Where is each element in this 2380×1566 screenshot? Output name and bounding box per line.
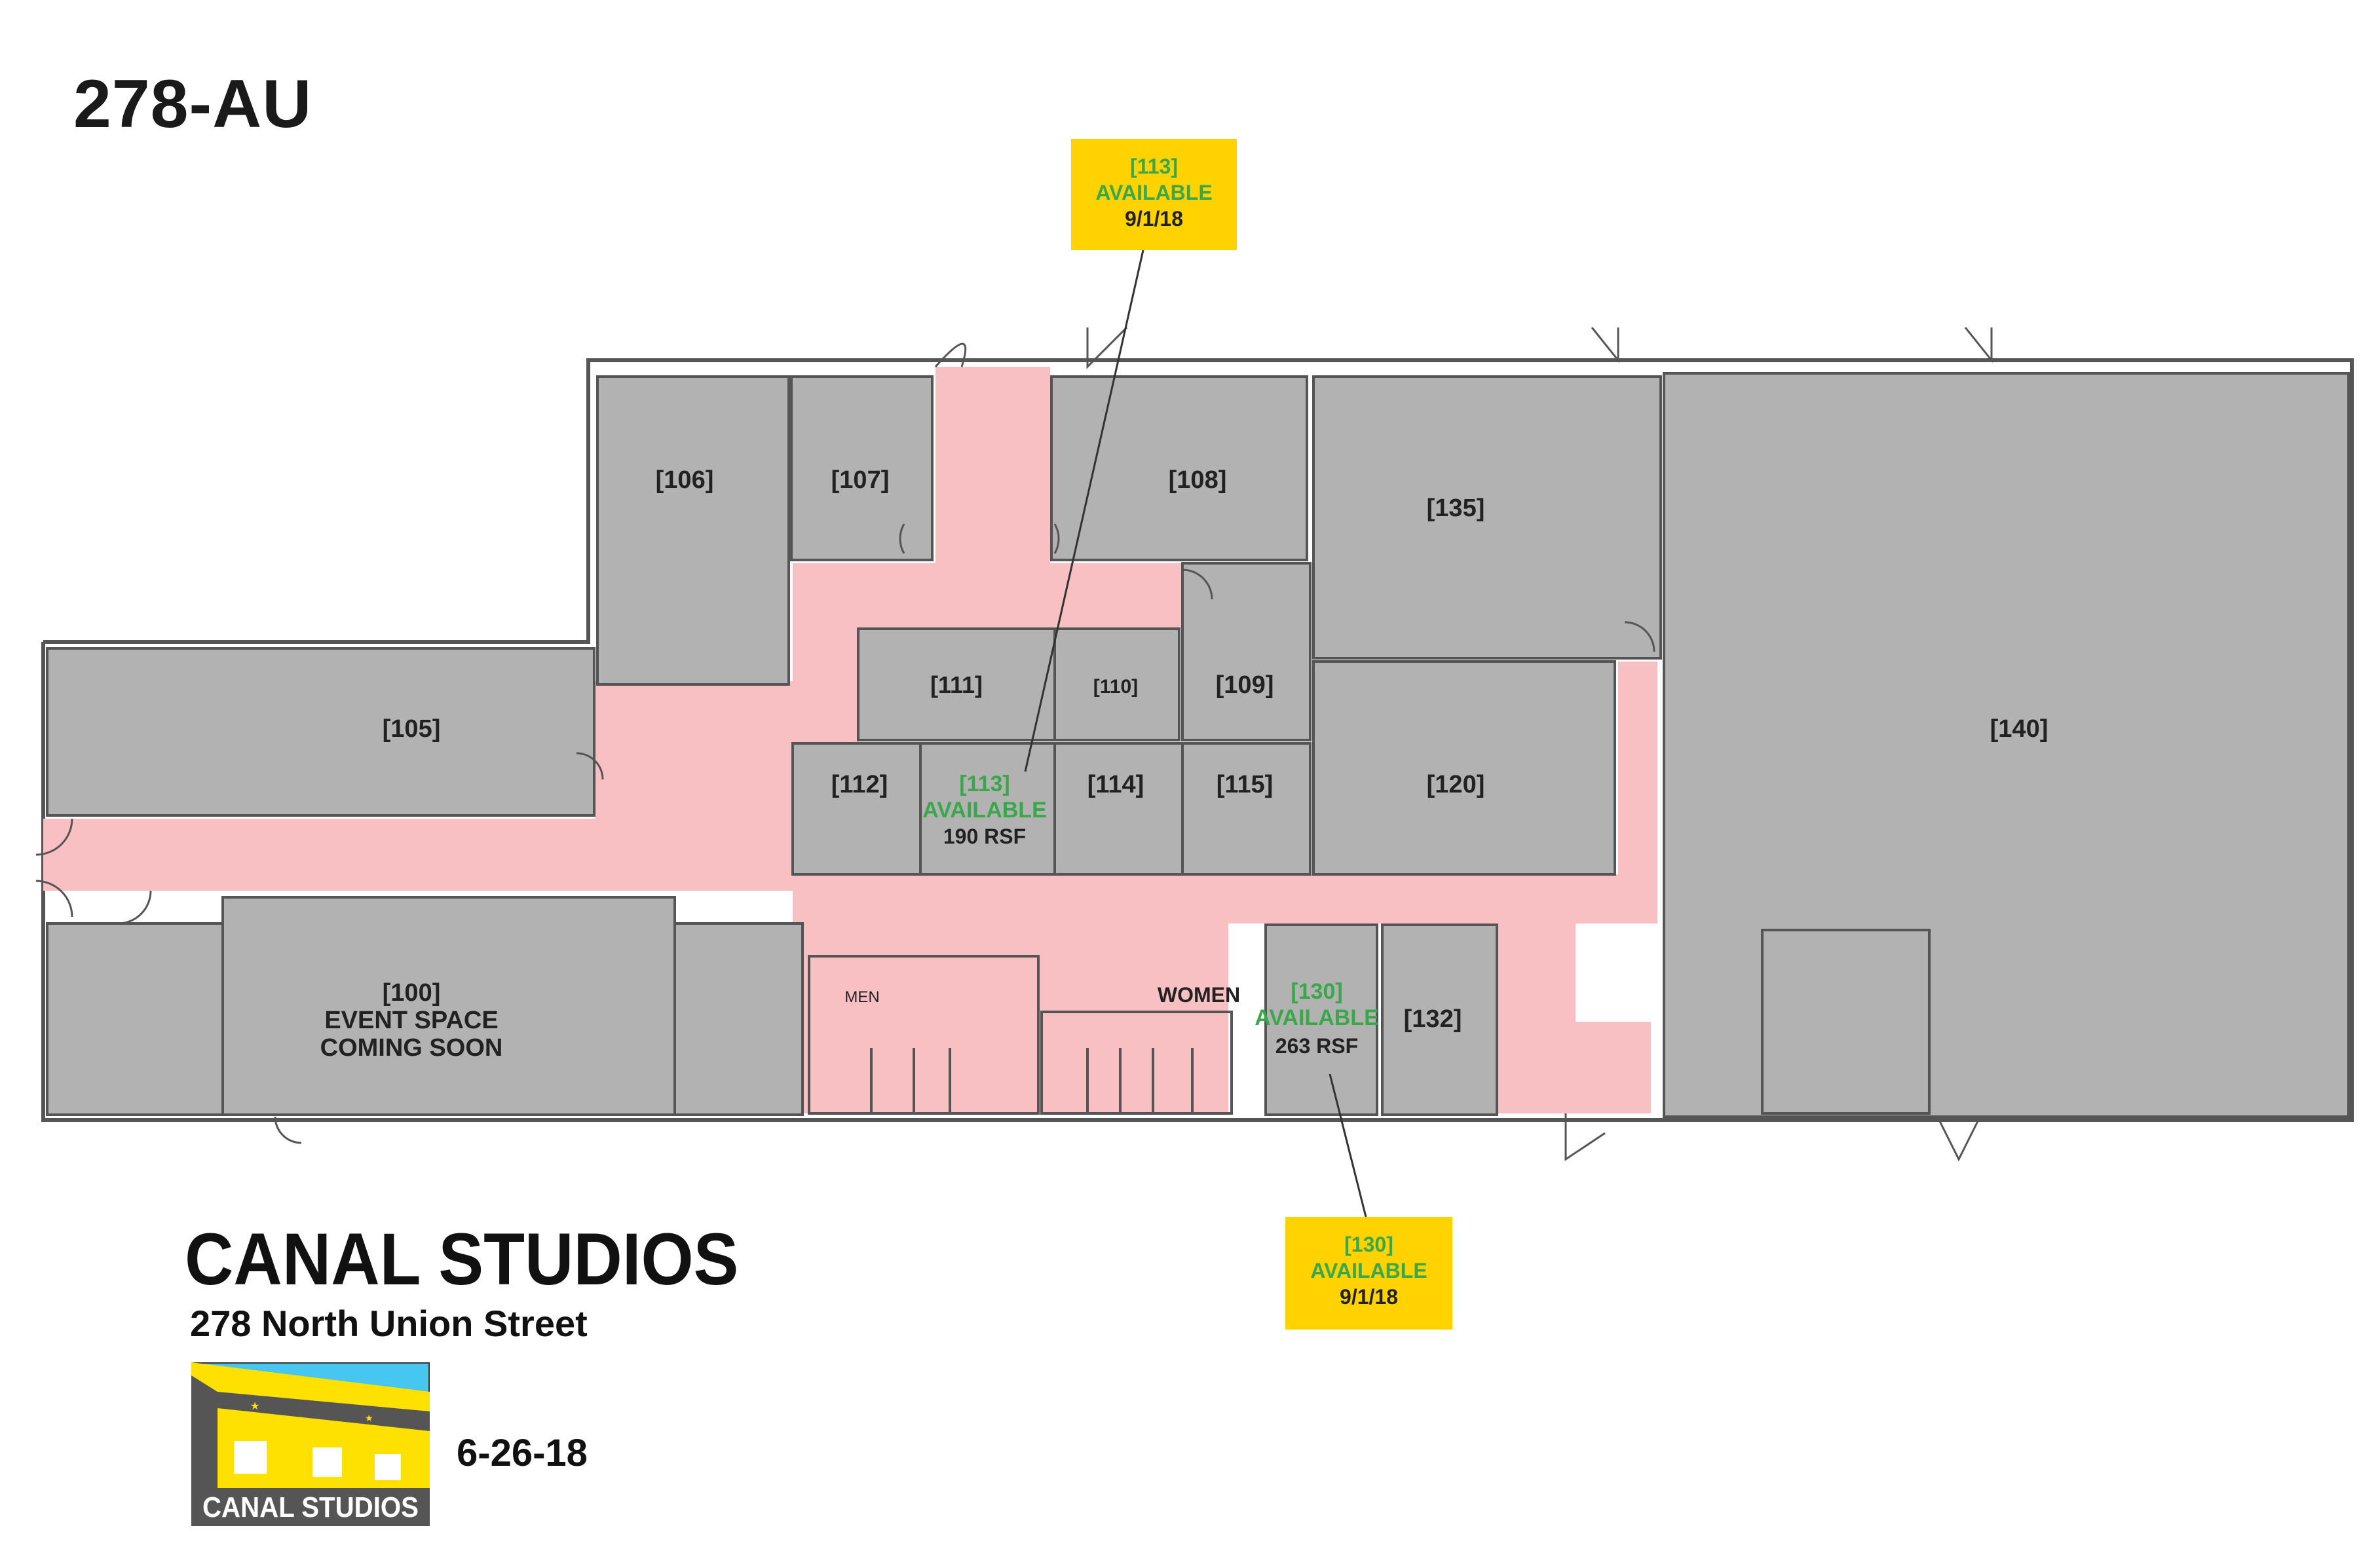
room-100-west — [46, 922, 224, 1116]
callout-leaders — [1024, 250, 1367, 1218]
room-120 — [1312, 660, 1616, 876]
callout-113-number: [113] — [1130, 155, 1178, 178]
svg-text:★: ★ — [250, 1401, 259, 1412]
page-title: 278-AU — [73, 66, 312, 142]
room-114-label: [114] — [1087, 771, 1144, 798]
room-106-label: [106] — [656, 466, 714, 494]
callout-113-status: AVAILABLE — [1095, 181, 1213, 204]
room-101 — [673, 922, 804, 1116]
svg-text:★: ★ — [365, 1413, 373, 1423]
callout-113: [113] AVAILABLE 9/1/18 — [1071, 139, 1237, 250]
room-111-label: [111] — [930, 671, 983, 698]
room-112-label: [112] — [831, 771, 888, 798]
room-107-label: [107] — [831, 466, 890, 494]
door-swings — [35, 326, 1993, 1162]
room-130-label: [130] — [1291, 979, 1342, 1004]
room-111 — [857, 627, 1056, 741]
room-115-label: [115] — [1217, 771, 1274, 798]
room-132 — [1381, 923, 1498, 1116]
room-105-label: [105] — [383, 715, 441, 743]
room-115 — [1181, 742, 1312, 876]
callout-130-date: 9/1/18 — [1340, 1285, 1398, 1309]
room-105 — [46, 647, 595, 817]
logo-text: CANAL STUDIOS — [202, 1491, 419, 1523]
room-135 — [1312, 375, 1662, 660]
brand-address: 278 North Union Street — [190, 1303, 588, 1344]
room-106 — [596, 375, 790, 686]
room-113-status: AVAILABLE — [922, 798, 1047, 823]
women-label: WOMEN — [1158, 983, 1240, 1007]
room-100 — [221, 896, 676, 1116]
room-108-label: [108] — [1169, 466, 1227, 494]
room-110 — [1053, 627, 1181, 741]
room-112 — [791, 742, 922, 876]
room-110-label: [110] — [1093, 676, 1138, 698]
callout-113-date: 9/1/18 — [1125, 207, 1183, 231]
building-outline — [41, 358, 2354, 1122]
room-107 — [790, 375, 934, 561]
brand-title: CANAL STUDIOS — [185, 1218, 739, 1300]
room-120-label: [120] — [1427, 771, 1485, 798]
room-100-label: [100] — [383, 979, 441, 1007]
rooms — [46, 372, 2350, 1118]
room-130-size: 263 RSF — [1275, 1034, 1358, 1058]
room-109 — [1181, 562, 1312, 741]
room-114 — [1053, 742, 1184, 876]
room-135-label: [135] — [1427, 494, 1485, 522]
room-100-line3: COMING SOON — [320, 1034, 503, 1062]
callout-130: [130] AVAILABLE 9/1/18 — [1285, 1217, 1452, 1330]
room-113-size: 190 RSF — [943, 825, 1026, 848]
room-140-label: [140] — [1990, 715, 2049, 743]
callout-130-number: [130] — [1344, 1233, 1393, 1256]
room-130 — [1264, 923, 1378, 1116]
restroom-walls — [808, 955, 1233, 1115]
room-109-label: [109] — [1216, 671, 1274, 699]
room-113-label: [113] — [959, 772, 1010, 796]
room-130-status: AVAILABLE — [1255, 1005, 1379, 1030]
date-label: 6-26-18 — [457, 1432, 588, 1474]
room-100-line2: EVENT SPACE — [324, 1007, 498, 1034]
room-132-label: [132] — [1404, 1005, 1462, 1033]
callout-130-status: AVAILABLE — [1310, 1259, 1427, 1282]
men-label: MEN — [844, 988, 879, 1006]
room-113 — [919, 742, 1056, 876]
canal-studios-logo: ★ ★ CANAL STUDIOS — [191, 1362, 430, 1526]
room-utility — [1761, 929, 1931, 1115]
